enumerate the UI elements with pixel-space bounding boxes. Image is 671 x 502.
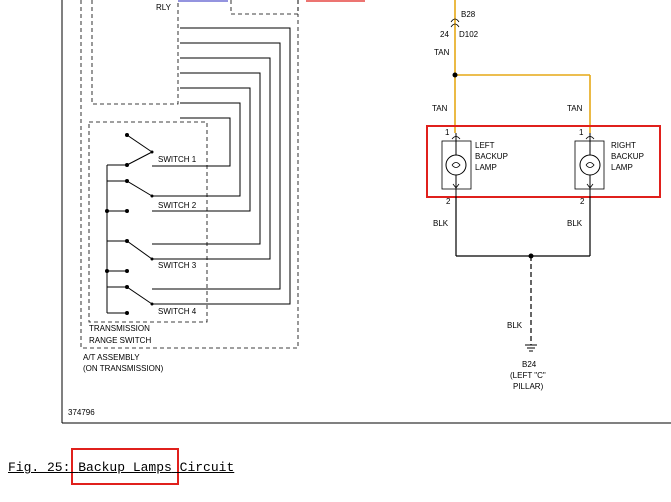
- wire-run-1: [152, 27, 291, 305]
- wire-blk-label-ground: BLK: [507, 321, 523, 330]
- right-lamp-label-1: RIGHT: [611, 141, 636, 150]
- diagram-id-number: 374796: [68, 408, 95, 417]
- switch-taps: [107, 164, 127, 314]
- left-lamp-label-3: LAMP: [475, 163, 497, 172]
- assembly-label-line-1: A/T ASSEMBLY: [83, 353, 140, 362]
- wire-blk-label-right: BLK: [567, 219, 583, 228]
- caption-highlighted-text: Backup Lamps: [78, 460, 172, 475]
- wire-run-3: [152, 57, 271, 260]
- right-lamp-label-3: LAMP: [611, 163, 633, 172]
- ground-location-line-1: (LEFT "C": [510, 371, 546, 380]
- connector-b28-arc: [450, 18, 460, 28]
- wire-run-4: [152, 72, 261, 245]
- left-lamp-symbol: [441, 133, 472, 197]
- left-lamp-pin-2: 2: [446, 197, 451, 206]
- relay-label: RLY: [156, 3, 172, 12]
- assembly-label-line-2: (ON TRANSMISSION): [83, 364, 164, 373]
- figure-caption: Fig. 25: Backup Lamps Circuit: [8, 460, 234, 475]
- caption-highlight-box: [71, 448, 179, 485]
- left-lamp-pin-1: 1: [445, 128, 450, 137]
- switch-contact-dots: [125, 133, 154, 306]
- at-assembly-boundary: [80, 0, 299, 349]
- switch-3-label: SWITCH 3: [158, 261, 197, 270]
- ground-b24-label: B24: [522, 360, 537, 369]
- right-lamp-symbol: [574, 133, 605, 197]
- tan-wiring: [454, 0, 591, 133]
- wire-tan-label-top: TAN: [434, 48, 450, 57]
- blk-wiring: [455, 197, 591, 257]
- ground-location-line-2: PILLAR): [513, 382, 544, 391]
- connector-d102-label: D102: [459, 30, 479, 39]
- blk-splice-dot: [528, 253, 534, 259]
- right-lamp-pin-1: 1: [579, 128, 584, 137]
- connector-b28-label: B28: [461, 10, 476, 19]
- wire-blk-label-left: BLK: [433, 219, 449, 228]
- switch-2-label: SWITCH 2: [158, 201, 197, 210]
- wire-tan-label-right: TAN: [567, 104, 583, 113]
- range-switch-boundary: [88, 121, 208, 323]
- tan-splice-dot: [452, 72, 458, 78]
- wire-run-2: [152, 42, 281, 290]
- switch-junction-dots: [105, 163, 129, 315]
- pin-24-label: 24: [440, 30, 449, 39]
- right-lamp-label-2: BACKUP: [611, 152, 644, 161]
- ground-icon: [525, 344, 537, 352]
- left-lamp-label-1: LEFT: [475, 141, 495, 150]
- left-lamp-label-2: BACKUP: [475, 152, 508, 161]
- wire-run-5: [152, 87, 251, 212]
- range-switch-label-line-1: TRANSMISSION: [89, 324, 150, 333]
- wire-tan-label-left: TAN: [432, 104, 448, 113]
- wire-run-6: [152, 102, 241, 197]
- right-lamp-pin-2: 2: [580, 197, 585, 206]
- range-switch-label-line-2: RANGE SWITCH: [89, 336, 151, 345]
- lamps-highlight-box: [426, 125, 661, 198]
- switch-blades: [126, 134, 153, 305]
- caption-suffix: Circuit: [171, 460, 235, 475]
- switch-4-label: SWITCH 4: [158, 307, 197, 316]
- caption-prefix: Fig. 25:: [8, 460, 79, 475]
- switch-1-label: SWITCH 1: [158, 155, 197, 164]
- wire-run-7: [152, 117, 231, 167]
